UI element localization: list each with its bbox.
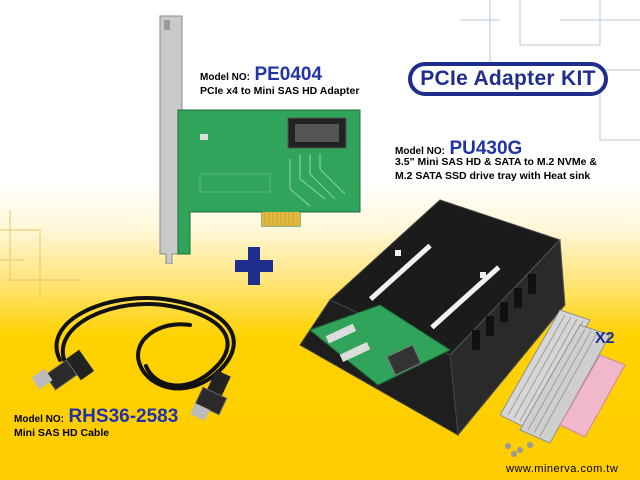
model-prefix: Model NO: [14, 414, 64, 425]
model-prefix: Model NO: [395, 146, 445, 157]
website-url: www.minerva.com.tw [506, 463, 619, 475]
pcie-adapter-image [159, 15, 361, 264]
quantity-label: X2 [595, 330, 615, 347]
rhs36-description: Mini SAS HD Cable [14, 427, 110, 439]
pe0404-description: PCIe x4 to Mini SAS HD Adapter [200, 85, 360, 97]
drive-tray-image [299, 199, 566, 437]
rhs36-label: Model NO: RHS36-2583 [14, 407, 178, 426]
model-code: RHS36-2583 [68, 406, 179, 427]
plus-icon [235, 247, 273, 285]
mini-sas-cable-image [31, 296, 236, 421]
model-code: PE0404 [254, 64, 323, 85]
pu430g-description-line-2: M.2 SATA SSD drive tray with Heat sink [395, 170, 591, 182]
kit-title: PCIe Adapter KIT [420, 67, 596, 90]
model-code: PU430G [449, 138, 523, 159]
heat-sinks-image [500, 309, 626, 444]
pu430g-label: Model NO: PU430G [395, 139, 522, 158]
pe0404-label: Model NO: PE0404 [200, 65, 322, 84]
pu430g-description-line-1: 3.5" Mini SAS HD & SATA to M.2 NVMe & [395, 156, 597, 168]
model-prefix: Model NO: [200, 72, 250, 83]
kit-title-badge: PCIe Adapter KIT [408, 62, 608, 96]
screws-image [505, 442, 533, 457]
